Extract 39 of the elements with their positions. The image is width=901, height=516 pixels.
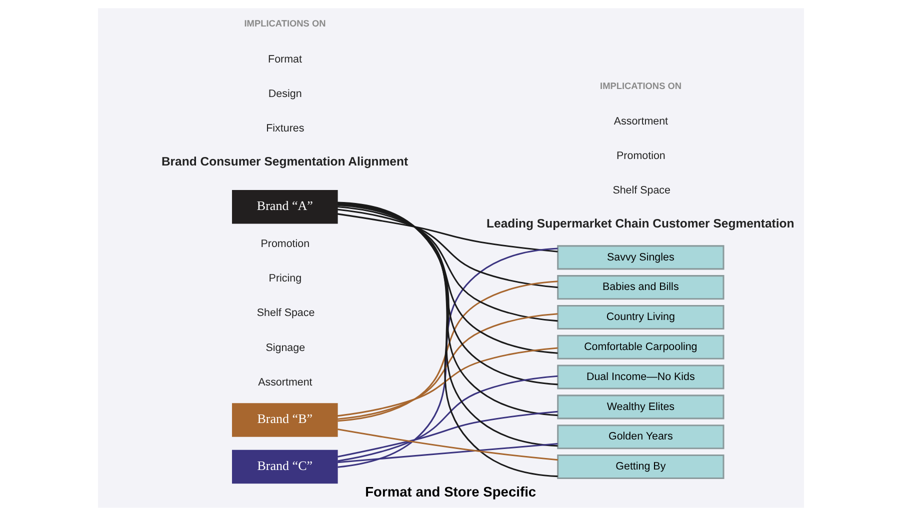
node-box: Brand “C” [232,450,338,484]
connector [336,347,558,417]
label: Assortment [613,116,668,128]
connector [337,443,558,464]
node-box: Wealthy Elites [556,394,724,420]
connector [337,428,558,461]
connector [336,213,558,252]
connector [337,280,558,422]
label: Signage [265,342,305,354]
node-box: Brand “B” [232,403,338,437]
node-box: Savvy Singles [556,245,724,270]
connector [337,375,558,462]
connector [336,206,558,322]
node-box: Brand “A” [232,190,338,224]
node-box: Golden Years [556,424,724,450]
caption: Format and Store Specific [364,484,536,500]
node-box: Getting By [556,454,724,480]
node-box: Babies and Bills [556,275,724,300]
label: Brand Consumer Segmentation Alignment [160,154,408,168]
label: Fixtures [266,122,304,134]
label: Promotion [260,238,310,250]
node-box: Country Living [556,304,724,330]
label: Leading Supermarket Chain Customer Segmentation [486,216,794,230]
label: Promotion [616,150,665,162]
connector [336,410,558,458]
connector [336,204,558,354]
label: Format [268,53,302,66]
connector [336,208,558,288]
label: IMPLICATIONS ON [600,80,682,91]
label: Assortment [258,376,312,388]
label: IMPLICATIONS ON [244,18,326,29]
label: Pricing [268,272,302,285]
connector [337,248,558,468]
node-box: Dual Income—No Kids [556,364,724,390]
label: Shelf Space [612,184,670,197]
node-box: Comfortable Carpooling [556,334,724,360]
label: Design [268,88,302,100]
label: Shelf Space [256,307,314,320]
connector [336,313,558,420]
